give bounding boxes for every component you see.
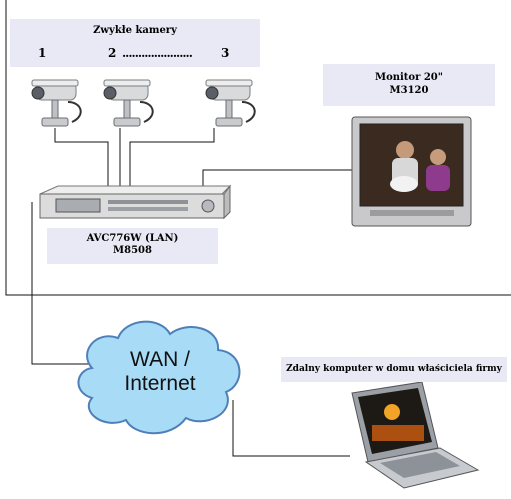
camera-1-icon	[31, 79, 82, 127]
wan-label-line1: WAN /	[130, 348, 190, 371]
camera3-cable	[129, 128, 215, 187]
dvr-model: M8508	[113, 245, 152, 256]
site-boundary-frame	[5, 0, 511, 296]
laptop-label: Zdalny komputer w domu właściciela firmy	[286, 364, 502, 374]
dvr-recorder-icon	[39, 184, 232, 220]
dvr-label-box: AVC776W (LAN) M8508	[47, 228, 218, 264]
laptop-label-box: Zdalny komputer w domu właściciela firmy	[281, 357, 507, 382]
wan-to-laptop-cable	[232, 400, 350, 457]
wan-cloud-label: WAN / Internet	[100, 348, 220, 396]
camera-ellipsis: ......................	[122, 46, 193, 60]
monitor-model: M3120	[389, 85, 429, 96]
camera1-cable	[54, 128, 109, 187]
monitor-label-box: Monitor 20" M3120	[323, 64, 495, 106]
camera-number-2: 2	[108, 46, 117, 60]
wan-label-line2: Internet	[124, 372, 196, 395]
camera-2-icon	[103, 79, 154, 127]
dvr-to-wan-cable	[31, 202, 90, 365]
monitor-icon	[351, 116, 472, 227]
camera-3-icon	[205, 79, 256, 127]
dvr-title: AVC776W (LAN)	[86, 233, 179, 244]
laptop-icon	[351, 381, 480, 489]
camera-number-3: 3	[221, 46, 230, 60]
cameras-label-box: Zwykłe kamery 1 2 ......................…	[10, 19, 260, 67]
monitor-title: Monitor 20"	[375, 72, 443, 83]
wan-cloud-shape	[77, 320, 241, 435]
cameras-title: Zwykłe kamery	[93, 25, 177, 36]
camera-number-1: 1	[38, 46, 47, 60]
dvr-to-monitor-cable	[202, 169, 352, 187]
